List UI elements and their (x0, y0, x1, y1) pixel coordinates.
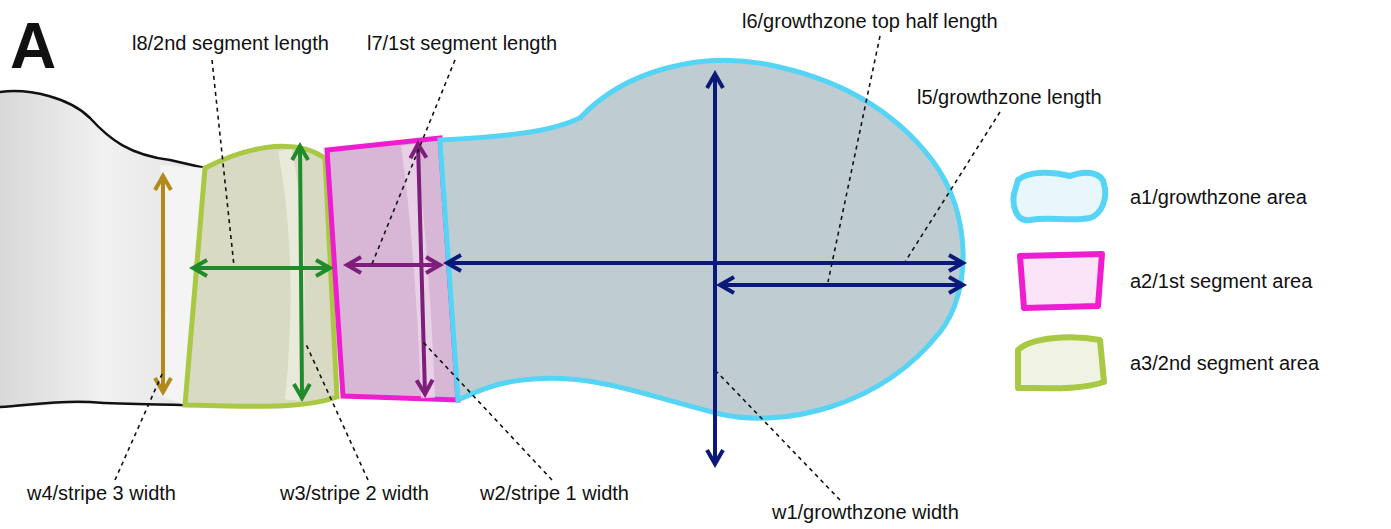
legend-text: a3/2nd segment area (1130, 352, 1319, 375)
measure-label: w4/stripe 3 width (25, 482, 178, 505)
panel-letter: A (8, 14, 58, 78)
legend-text: a2/1st segment area (1130, 270, 1312, 293)
legend-swatch-box (1010, 250, 1110, 312)
measure-label: l5/growthzone length (915, 86, 1104, 109)
legend-row: a2/1st segment area (1010, 250, 1312, 312)
legend-text: a1/growthzone area (1130, 186, 1307, 209)
measure-label: l6/growthzone top half length (740, 10, 1000, 33)
legend-row: a3/2nd segment area (1010, 332, 1319, 394)
legend-swatch-box (1010, 166, 1110, 228)
measure-label: w1/growthzone width (770, 501, 961, 524)
legend-swatch (1014, 173, 1106, 220)
legend-swatch-box (1010, 332, 1110, 394)
legend-swatch (1020, 254, 1102, 308)
measure-label: w2/stripe 1 width (478, 482, 631, 505)
legend-swatch (1018, 337, 1104, 388)
measure-label: l8/2nd segment length (130, 32, 331, 55)
measure-label: w3/stripe 2 width (278, 482, 431, 505)
legend-row: a1/growthzone area (1010, 166, 1307, 228)
measure-label: l7/1st segment length (365, 32, 559, 55)
